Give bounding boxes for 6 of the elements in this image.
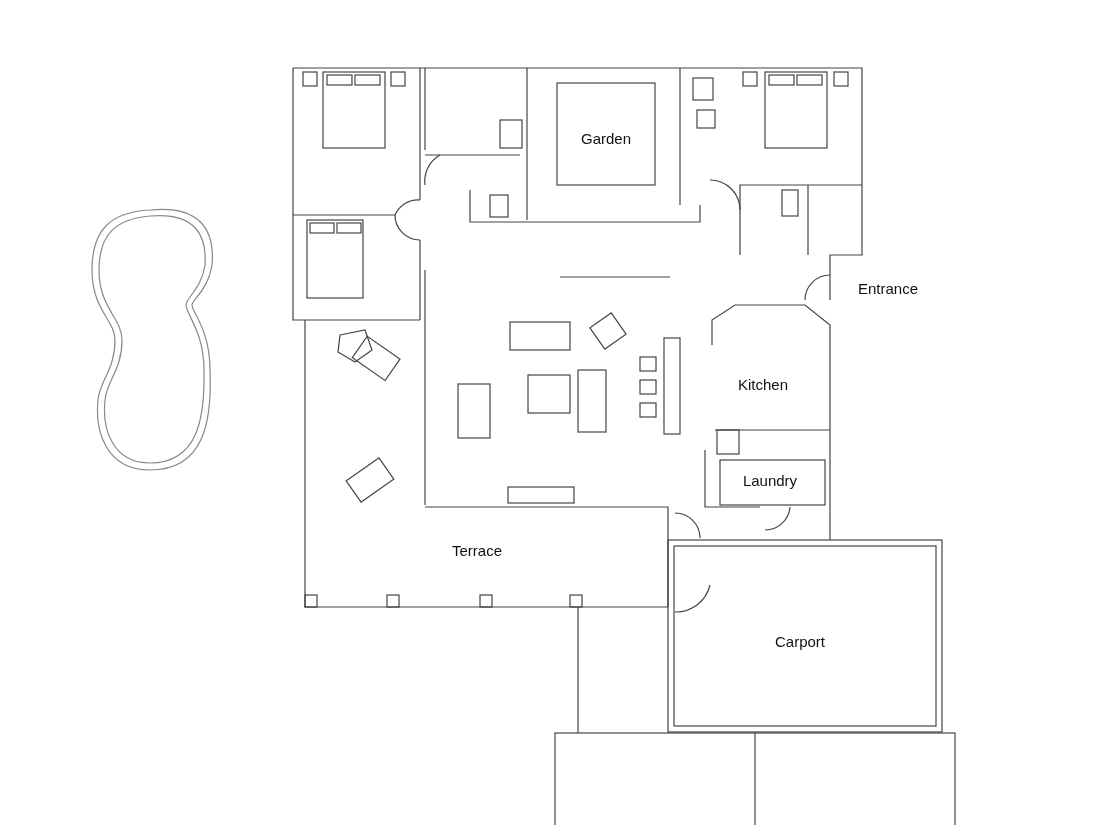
- room-label: Terrace: [452, 541, 502, 559]
- room-label: Carport: [775, 632, 825, 650]
- room-label: Laundry: [742, 471, 798, 489]
- room-label: Kitchen: [738, 375, 788, 393]
- room-label: Entrance: [858, 279, 918, 297]
- room-label: Garden: [581, 129, 631, 147]
